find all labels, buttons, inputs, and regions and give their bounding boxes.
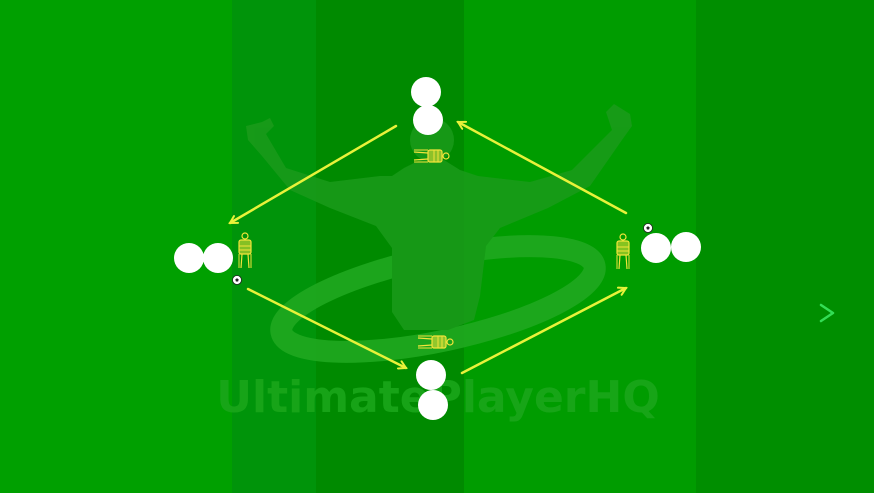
player-left-1 <box>174 243 204 273</box>
celebrating-player-logo-icon <box>246 104 632 363</box>
ball-right <box>643 223 653 233</box>
next-slide-button[interactable] <box>812 296 842 330</box>
player-bottom-2 <box>418 390 448 420</box>
pass-arrow-bottom-to-right <box>460 288 626 375</box>
pass-arrow-right-to-top <box>458 120 628 215</box>
ball-left <box>232 275 242 285</box>
player-bottom-1 <box>416 360 446 390</box>
player-right-1 <box>641 233 671 263</box>
players <box>174 77 701 420</box>
chevron-right-icon <box>819 303 835 323</box>
player-top-1 <box>411 77 441 107</box>
player-left-2 <box>203 243 233 273</box>
pass-arrow-left-to-bottom <box>246 287 406 368</box>
player-top-2 <box>413 105 443 135</box>
pass-arrow-top-to-left <box>230 124 398 225</box>
pass-arrows <box>230 120 628 375</box>
player-right-2 <box>671 232 701 262</box>
